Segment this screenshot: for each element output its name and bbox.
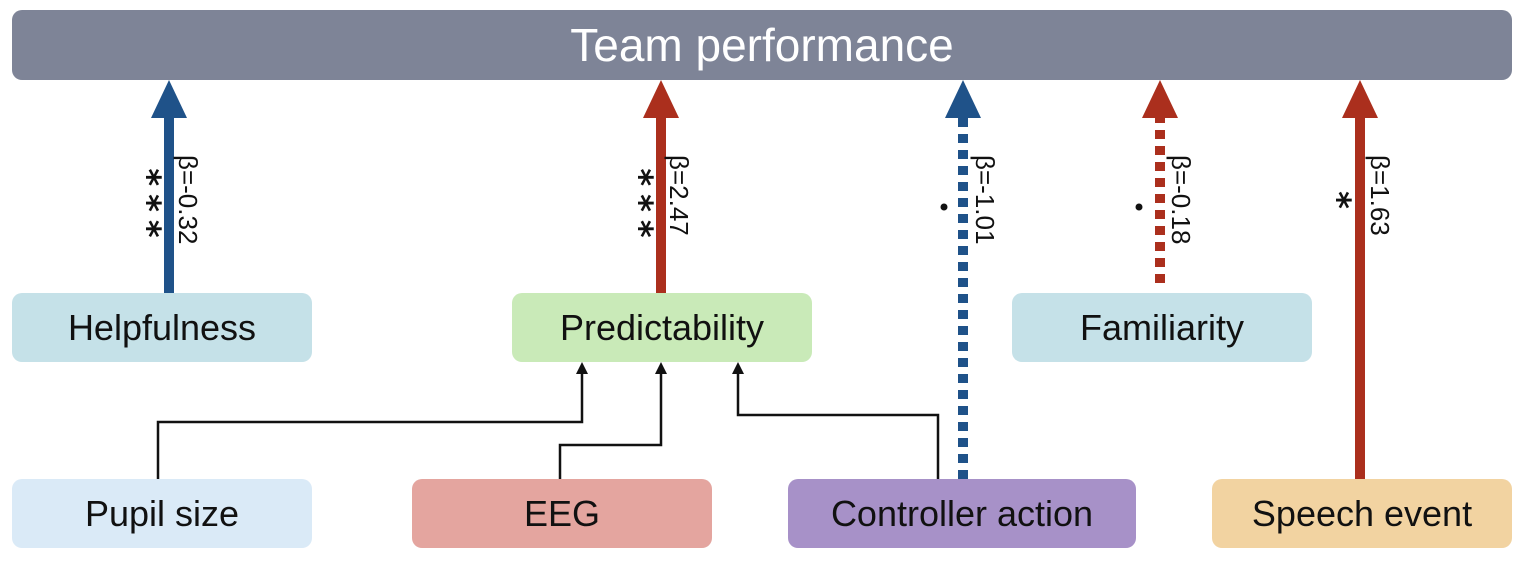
helpfulness-significance-stars: *** bbox=[128, 168, 168, 245]
speech-event-effect-arrowhead bbox=[1342, 80, 1378, 118]
speech-event-node: Speech event bbox=[1212, 479, 1512, 548]
helpfulness-effect-arrowhead bbox=[151, 80, 187, 118]
helpfulness-beta-label: β=-0.32 bbox=[173, 155, 203, 244]
controller-action-node: Controller action bbox=[788, 479, 1136, 548]
pupil-size-to-predictability-line bbox=[156, 374, 584, 479]
pupil-size-to-predictability-arrowhead bbox=[576, 362, 588, 374]
team-performance-node: Team performance bbox=[12, 10, 1512, 80]
pupil-size-node: Pupil size bbox=[12, 479, 312, 548]
eeg-to-predictability-arrowhead bbox=[655, 362, 667, 374]
familiarity-node: Familiarity bbox=[1012, 293, 1312, 362]
predictability-node: Predictability bbox=[512, 293, 812, 362]
speech-event-significance-stars: * bbox=[1318, 191, 1358, 209]
controller-action-to-predictability-arrowhead bbox=[732, 362, 744, 374]
helpfulness-node: Helpfulness bbox=[12, 293, 312, 362]
familiarity-effect-arrowhead bbox=[1142, 80, 1178, 118]
predictability-significance-stars: *** bbox=[620, 168, 660, 245]
controller-action-effect-arrowhead bbox=[945, 80, 981, 118]
controller-action-significance-dot bbox=[940, 203, 948, 211]
familiarity-significance-dot bbox=[1135, 203, 1143, 211]
controller-action-beta-label: β=-1.01 bbox=[970, 155, 1000, 244]
predictability-effect-arrowhead bbox=[643, 80, 679, 118]
familiarity-beta-label: β=-0.18 bbox=[1166, 155, 1196, 244]
controller-action-to-predictability-line bbox=[736, 374, 940, 479]
speech-event-beta-label: β=1.63 bbox=[1365, 155, 1395, 236]
eeg-node: EEG bbox=[412, 479, 712, 548]
predictability-beta-label: β=2.47 bbox=[664, 155, 694, 236]
eeg-to-predictability-line bbox=[558, 374, 663, 479]
